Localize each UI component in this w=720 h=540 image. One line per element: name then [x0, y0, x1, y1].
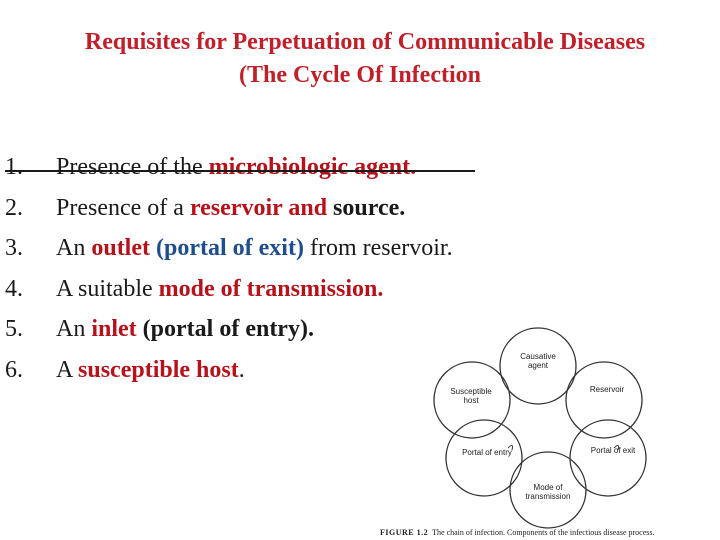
- circle-portal-of-entry: [445, 419, 523, 497]
- item-text-plain: An: [56, 316, 92, 342]
- item-text-emphasis: susceptible host: [78, 356, 239, 383]
- title-line-2: (The Cycle Of Infection: [239, 62, 481, 88]
- item-text-plain: from reservoir.: [303, 235, 453, 261]
- item-text: Presence of a reservoir and source.: [56, 191, 405, 225]
- caption-label: FIGURE 1.2: [380, 528, 429, 537]
- chain-circles: [433, 327, 647, 529]
- label-portal-of-exit: Portal of exit: [590, 446, 636, 455]
- item-text-bold: source.: [333, 194, 406, 221]
- caption-text: The chain of infection. Components of th…: [432, 528, 655, 537]
- item-text-emphasis: mode of transmission.: [158, 275, 384, 302]
- item-number: 3.: [5, 235, 23, 261]
- item-text-plain: Presence of the: [56, 154, 209, 180]
- slide-title: Requisites for Perpetuation of Communica…: [0, 26, 720, 92]
- label-mode-of-transmission: Mode of transmission: [518, 483, 578, 501]
- label-susceptible-host: Susceptible host: [444, 387, 498, 405]
- item-number: 1.: [5, 154, 23, 180]
- chain-of-infection-figure: Causative agent Reservoir Portal of exit…: [368, 320, 720, 540]
- item-text: A susceptible host.: [56, 353, 245, 387]
- strikethrough-line: [5, 170, 475, 172]
- item-text-bold: (portal of entry).: [142, 316, 314, 342]
- label-reservoir: Reservoir: [589, 385, 625, 394]
- circle-mode-of-transmission: [509, 451, 587, 529]
- label-causative-agent: Causative agent: [508, 352, 568, 370]
- item-text: A suitable mode of transmission.: [56, 272, 383, 306]
- item-number: 5.: [5, 316, 23, 342]
- item-text: An outlet (portal of exit) from reservoi…: [56, 231, 453, 265]
- label-line: Causative: [520, 352, 556, 361]
- circle-causative-agent: [499, 327, 577, 405]
- arrow-mark-entry: [507, 444, 513, 451]
- item-number: 6.: [5, 356, 23, 383]
- item-number: 4.: [5, 275, 23, 302]
- item-text-plain: A suitable: [56, 275, 159, 302]
- label-line: agent: [527, 361, 549, 370]
- item-text-emphasis: inlet: [91, 316, 137, 342]
- item-text-plain: An: [56, 235, 92, 261]
- item-text-plain: Presence of a: [56, 194, 190, 221]
- circle-susceptible-host: [433, 361, 511, 439]
- item-text-emphasis: reservoir and: [189, 194, 328, 221]
- title-line-1: Requisites for Perpetuation of Communica…: [84, 29, 646, 55]
- figure-caption: FIGURE 1.2 The chain of infection. Compo…: [380, 528, 655, 537]
- item-text-plain: A: [56, 356, 79, 383]
- circle-reservoir: [565, 361, 643, 439]
- label-line: Mode of: [533, 483, 563, 492]
- item-text: Presence of the microbiologic agent.: [56, 150, 416, 184]
- item-text-plain: .: [238, 356, 245, 383]
- item-text-emphasis: outlet: [91, 235, 150, 261]
- item-text-emphasis: microbiologic agent.: [208, 154, 417, 180]
- arrow-mark-exit: [613, 444, 619, 451]
- label-portal-of-entry: Portal of entry: [462, 448, 512, 457]
- label-line: Susceptible: [450, 387, 492, 396]
- label-line: host: [463, 396, 479, 405]
- item-text-blue: (portal of exit): [156, 235, 304, 261]
- item-text: An inlet (portal of entry).: [56, 312, 314, 346]
- item-number: 2.: [5, 194, 23, 221]
- label-line: transmission: [525, 492, 571, 501]
- circle-portal-of-exit: [569, 419, 647, 497]
